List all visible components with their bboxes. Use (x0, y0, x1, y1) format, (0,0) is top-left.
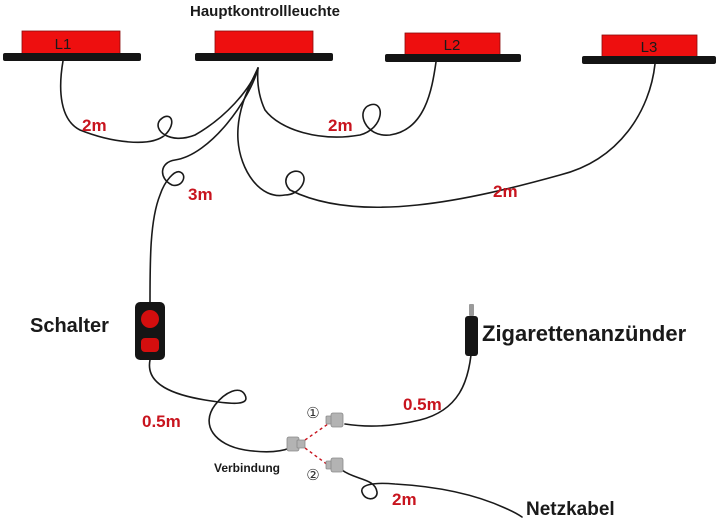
junction-link-1 (304, 423, 329, 441)
length-l1: 2m (82, 116, 107, 135)
junction-label: Verbindung (214, 461, 280, 475)
lighter-plug (465, 304, 478, 356)
connector-2 (325, 457, 344, 473)
switch-light-icon (141, 310, 159, 328)
lamp-l2-label: L2 (444, 37, 461, 54)
lamp-l1: L1 (3, 30, 141, 61)
lighter-body (465, 316, 478, 356)
lamp-main (195, 30, 333, 61)
wire-lighter-junction (344, 354, 472, 427)
switch-button-icon (141, 338, 159, 352)
wire-switch-junction (148, 359, 291, 453)
junction-marker-1: ① (306, 404, 319, 422)
junction-link-2 (304, 447, 329, 466)
lamp-l2: L2 (385, 32, 521, 62)
length-switch-junction: 0.5m (142, 412, 181, 431)
lighter-tip (469, 304, 474, 316)
lamp-main-base (195, 53, 333, 61)
switch (135, 302, 165, 360)
wire-switch-main (149, 67, 259, 303)
lamp-l1-base (3, 53, 141, 61)
length-l3: 2m (493, 182, 518, 201)
wire-l3 (237, 63, 656, 209)
lamp-l2-base (385, 54, 521, 62)
lighter-label: Zigarettenanzünder (482, 321, 687, 346)
connector-main (286, 436, 306, 452)
diagram-title: Hauptkontrollleuchte (190, 3, 340, 20)
lamp-l3-base (582, 56, 716, 64)
junction-marker-2: ② (306, 466, 319, 484)
lamp-l1-label: L1 (55, 36, 72, 53)
lamp-l3-label: L3 (641, 39, 658, 56)
length-l2: 2m (328, 116, 353, 135)
wire-l2 (256, 61, 437, 138)
wire-power (341, 469, 523, 518)
length-switch-main: 3m (188, 185, 213, 204)
wire-l1 (59, 60, 259, 144)
lamp-l3: L3 (582, 34, 716, 64)
power-label: Netzkabel (526, 499, 615, 519)
switch-label: Schalter (30, 315, 109, 337)
connector-1 (325, 412, 344, 428)
length-lighter-junction: 0.5m (403, 395, 442, 414)
lamp-main-light (214, 30, 314, 55)
length-power: 2m (392, 490, 417, 509)
